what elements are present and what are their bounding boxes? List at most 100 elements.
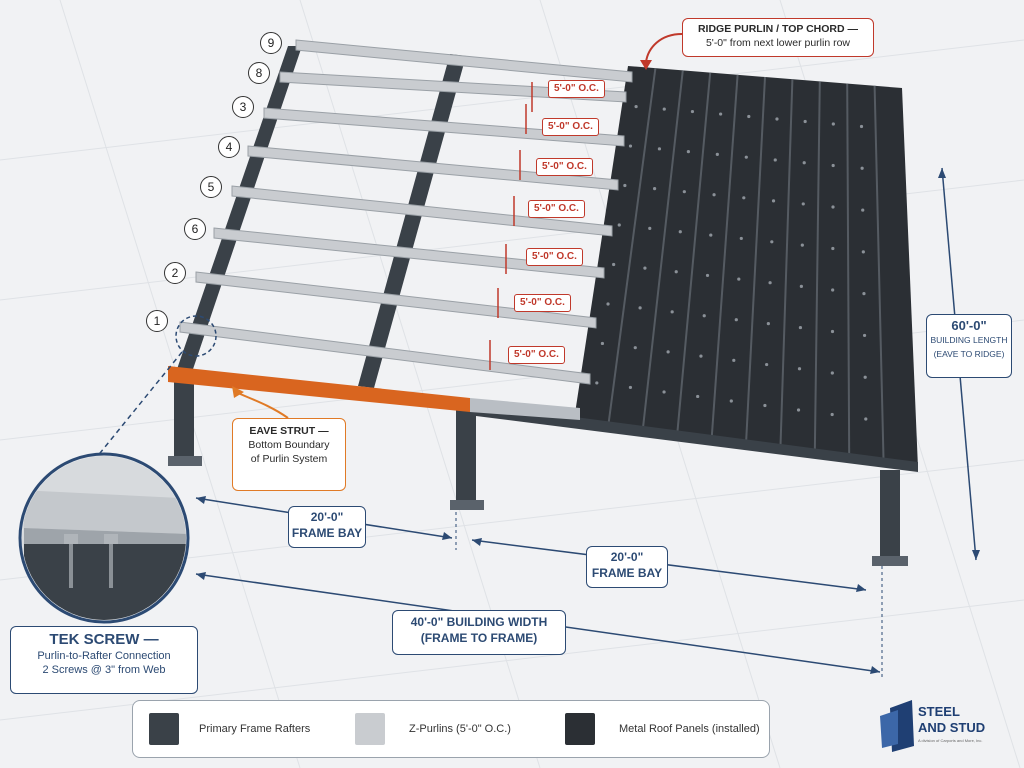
panel-screw [612,262,616,267]
tek-screw-callout: TEK SCREW — Purlin-to-Rafter Connection … [10,626,198,694]
panel-screw [702,314,706,318]
panel-screw [699,354,703,358]
panel-rib [813,81,821,454]
panel-screws [595,104,868,421]
purlin-number-badge: 2 [164,262,186,284]
tek-screw-line2: 2 Screws @ 3" from Web [42,664,166,676]
panel-screw [771,199,776,203]
tek-screw-title: TEK SCREW — [49,631,159,648]
building-width-label: 40'-0" BUILDING WIDTH [410,615,548,629]
panel-screw [712,193,716,197]
building-width-callout: 40'-0" BUILDING WIDTH (FRAME TO FRAME) [392,610,566,655]
panel-screw [606,302,610,306]
panel-screw [666,350,670,354]
ridge-purlin-callout: RIDGE PURLIN / TOP CHORD — 5'-0" from ne… [682,18,874,57]
panel-screw [861,208,865,212]
extension-lines [455,512,883,678]
panel-screw [739,236,743,241]
panel-screw [775,117,779,121]
purlin-spacing-label: 5'-0" O.C. [542,118,599,136]
panel-screw [737,277,741,281]
panel-screw [662,390,666,394]
base-plates [168,456,908,566]
panel-screw [729,399,733,403]
steel-and-stud-logo: STEEL AND STUD A division of Carports an… [872,700,1012,756]
legend: Primary Frame Rafters Z-Purlins (5'-0" O… [132,700,770,758]
purlin-number-badge: 8 [248,62,270,84]
panel-screw [864,417,868,421]
panel-screw [682,190,686,194]
frame-bay-2-label: FRAME BAY [591,566,663,580]
eave-callout-line2: Bottom Boundary [248,439,330,451]
eave-callout-line1: EAVE STRUT — [249,425,329,437]
z-purlin [295,39,633,83]
panel-screw [766,322,770,326]
eave-pointer-head [232,386,244,398]
panel-rib [641,70,684,430]
panel-screw [861,250,865,254]
rafter-middle [358,54,466,388]
panel-screw [617,223,621,227]
logo-text-line1: STEEL [918,704,960,719]
panel-screw [686,150,690,154]
panel-screw [633,346,637,350]
frame-bay-1-callout: 20'-0" FRAME BAY [288,506,366,548]
purlin-number-badge: 1 [146,310,168,332]
panel-screw [800,243,804,247]
spacing-arrows [489,82,533,370]
panel-screw [638,306,642,310]
building-length-label: BUILDING LENGTH [930,335,1008,345]
purlin-number-badge: 9 [260,32,282,54]
panel-rib [846,83,851,459]
columns [174,380,900,560]
panel-screw [763,403,767,408]
ridge-pointer [645,33,683,63]
panel-screw [662,107,666,111]
tek-screw-line1: Purlin-to-Rafter Connection [37,650,171,662]
panel-screw [628,385,633,390]
panel-rib [710,74,739,440]
z-purlin [195,271,597,329]
panel-ribs [607,68,885,464]
z-purlin [231,185,613,237]
tek-screw-detail [18,452,190,624]
logo-tagline: A division of Carports and More, Inc. [918,738,983,743]
frame-bay-2-callout: 20'-0" FRAME BAY [586,546,668,588]
panel-screw [773,158,777,162]
panel-screw [623,183,627,188]
panel-screw [744,155,748,159]
panel-screw [742,196,746,200]
legend-label-rafters: Primary Frame Rafters [199,723,311,735]
panel-screw [831,205,835,209]
panel-screw [653,187,657,191]
panel-screw [765,362,769,367]
panel-rib [607,68,657,425]
panel-screw [831,122,835,126]
panel-screw [796,408,801,412]
panel-screw [600,341,605,346]
eave-callout-line3: of Purlin System [250,453,328,465]
building-width-sublabel: (FRAME TO FRAME) [420,631,538,645]
detail-marker [175,315,217,357]
panel-screw [801,202,805,206]
purlin-spacing-label: 5'-0" O.C. [536,158,593,176]
legend-swatch-panels [565,713,595,745]
frame-bay-1-value: 20'-0" [310,510,344,524]
z-purlin [179,321,591,385]
panel-screw [859,124,864,129]
panel-rib [873,85,885,464]
panel-screw [690,109,695,114]
ridge-callout-detail: 5'-0" from next lower purlin row [705,37,851,49]
purlin-spacing-label: 5'-0" O.C. [548,80,605,98]
steel-and-stud-logo-mark [880,700,914,752]
panel-screw [719,112,723,116]
panel-screw [709,233,713,237]
panel-screw [862,292,866,296]
dimension-arrowheads [196,168,980,674]
panel-screw [831,288,835,292]
panel-screw [643,266,647,270]
z-purlin [247,145,619,191]
purlin-spacing-label: 5'-0" O.C. [528,200,585,218]
panel-screw [830,371,834,375]
panel-screw [670,310,674,314]
